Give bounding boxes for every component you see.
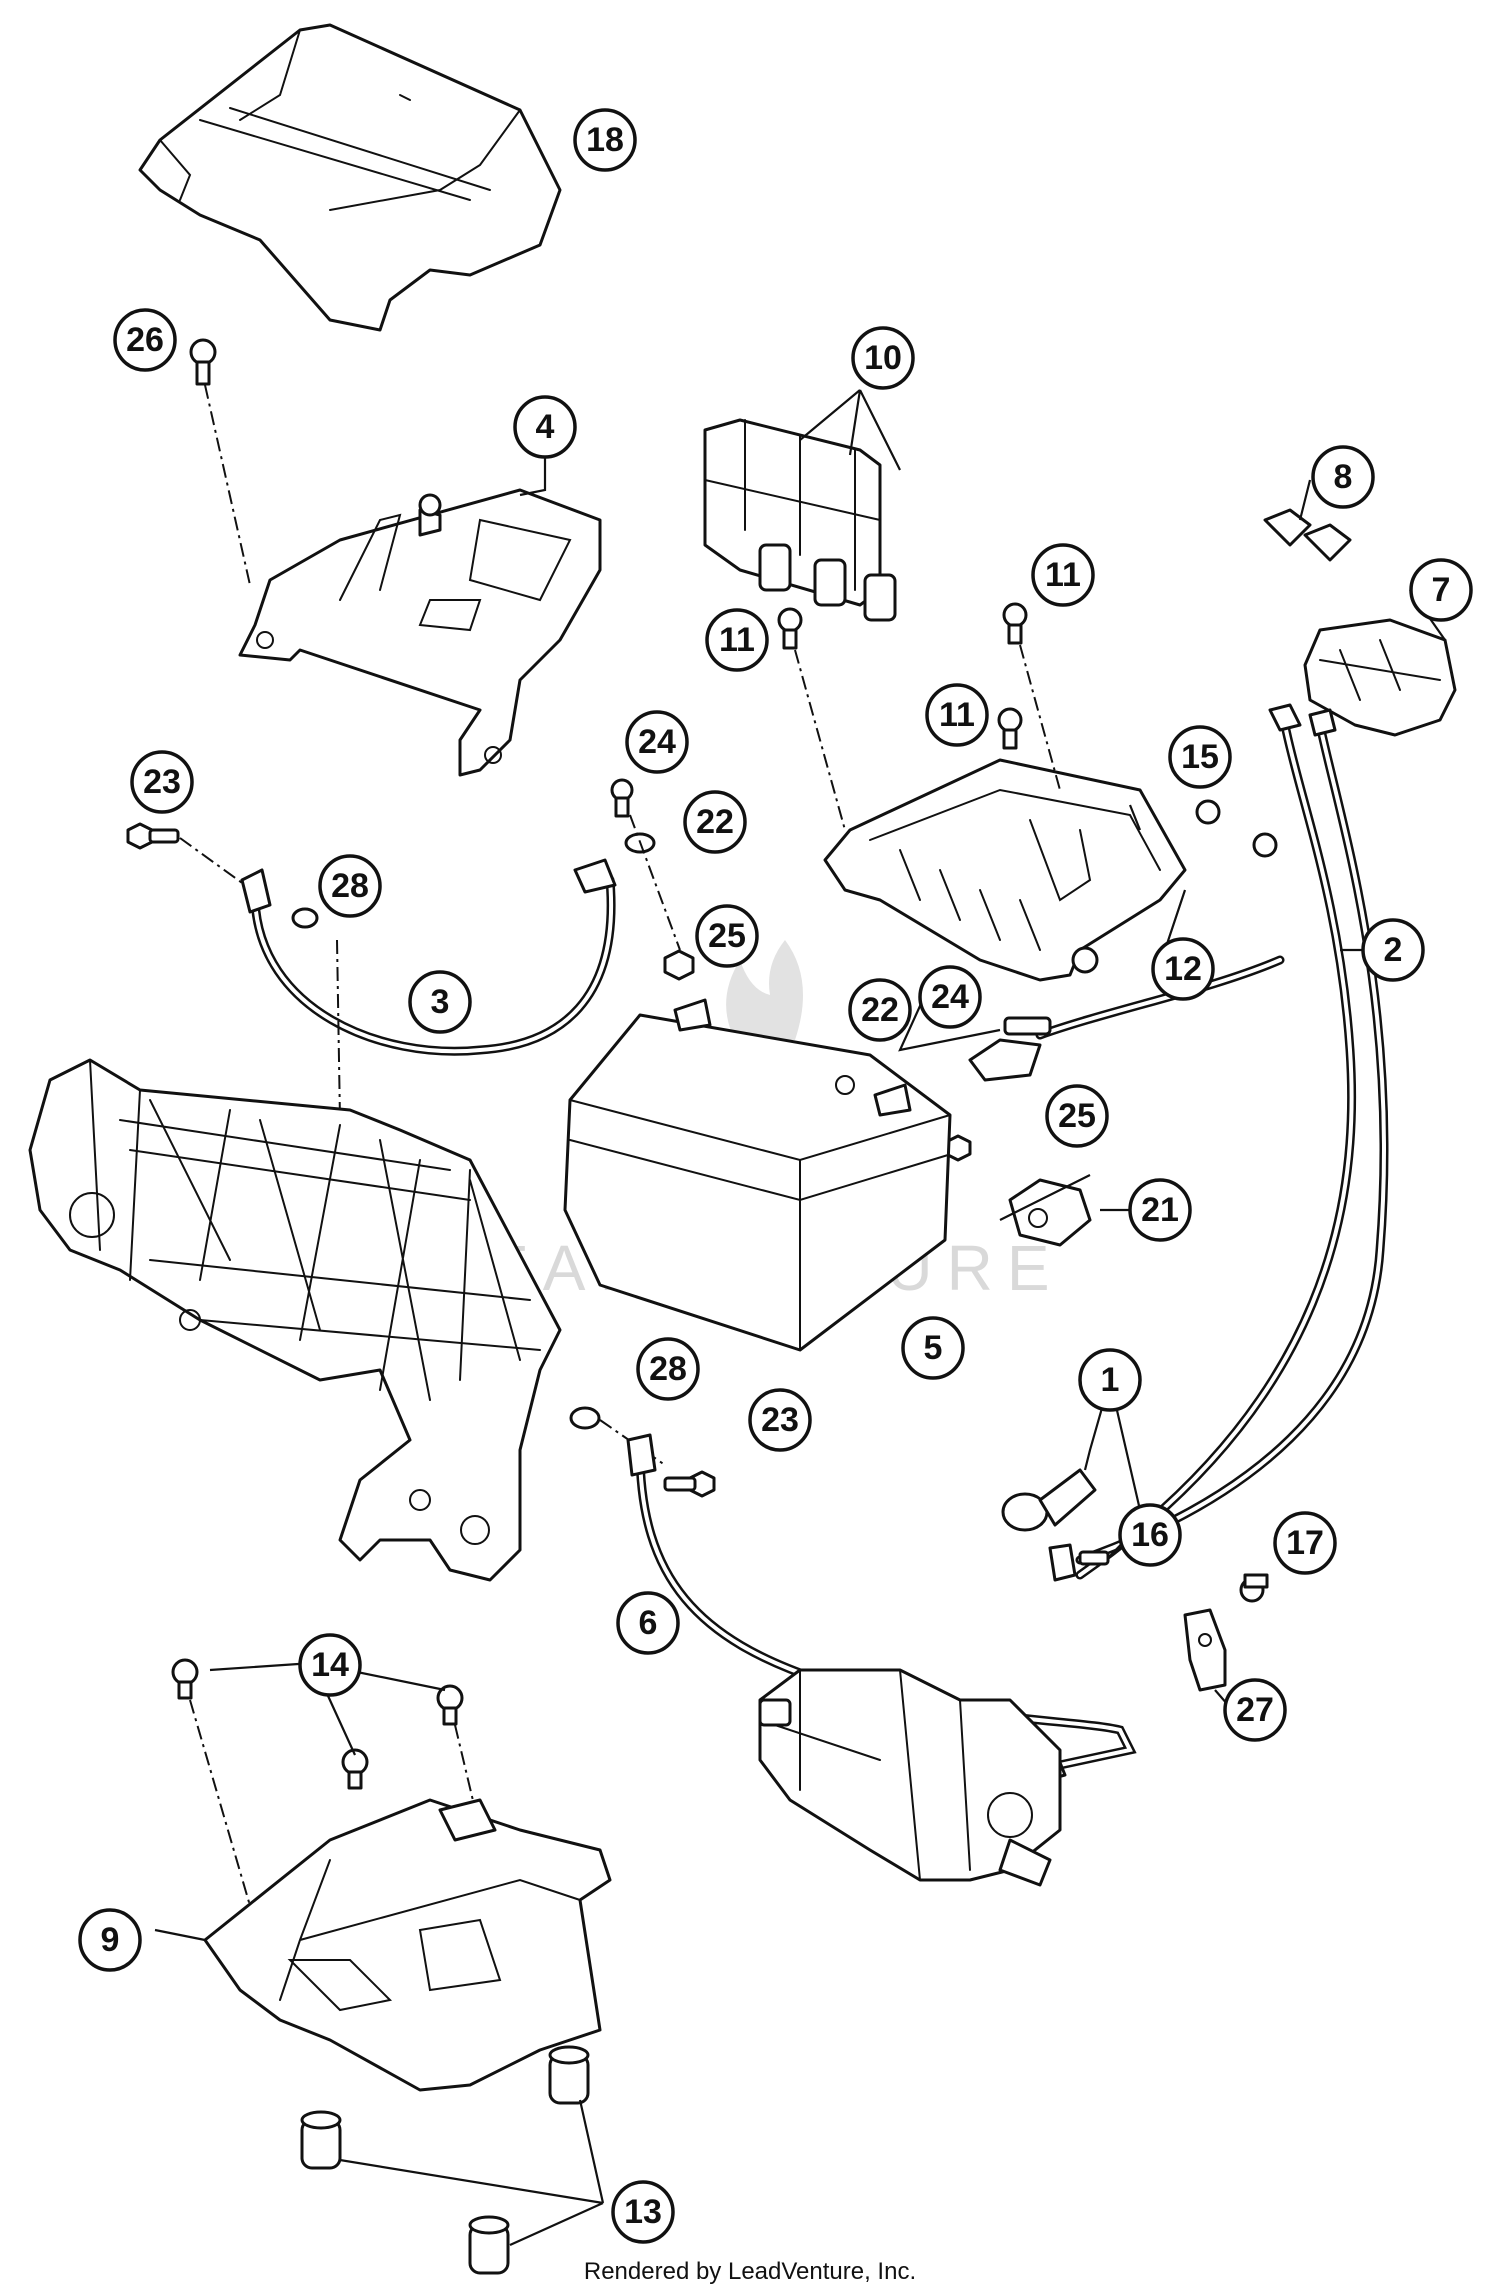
callout-28b: 28	[636, 1337, 700, 1401]
svg-text:11: 11	[719, 621, 755, 659]
callout-22a: 22	[683, 790, 747, 854]
svg-text:10: 10	[864, 339, 902, 377]
svg-text:22: 22	[696, 803, 734, 841]
part-terminal-boot	[1001, 1468, 1097, 1532]
svg-text:8: 8	[1334, 458, 1353, 496]
callout-23a: 23	[130, 750, 194, 814]
svg-text:28: 28	[331, 867, 369, 905]
part-battery-tray	[203, 1798, 612, 2092]
callout-18: 18	[573, 108, 637, 172]
part-fuse-holder	[823, 758, 1187, 982]
svg-text:9: 9	[101, 1921, 120, 1959]
svg-text:2: 2	[1384, 931, 1403, 969]
part-cable-12-terminal	[968, 1016, 1052, 1082]
callout-16: 16	[1118, 1503, 1182, 1567]
callout-11b: 11	[705, 608, 769, 672]
callout-3: 3	[408, 970, 472, 1034]
callout-8: 8	[1311, 445, 1375, 509]
part-screws-11	[777, 602, 1028, 750]
callout-2: 2	[1361, 918, 1425, 982]
svg-text:21: 21	[1141, 1191, 1179, 1229]
svg-text:17: 17	[1286, 1524, 1324, 1562]
callout-22b: 22	[848, 978, 912, 1042]
svg-text:13: 13	[624, 2193, 662, 2231]
callout-15: 15	[1168, 725, 1232, 789]
svg-text:5: 5	[924, 1329, 943, 1367]
callout-12: 12	[1151, 937, 1215, 1001]
leader-lines	[154, 389, 1446, 2247]
part-bolt-16	[1048, 1543, 1110, 1582]
svg-text:24: 24	[931, 978, 969, 1016]
part-relays	[703, 418, 897, 622]
part-frame	[28, 1058, 562, 1582]
part-fuse-box	[1303, 618, 1457, 737]
part-clamp-27	[1183, 1608, 1227, 1692]
callout-6: 6	[616, 1591, 680, 1655]
part-fuses	[1263, 508, 1352, 562]
svg-text:12: 12	[1164, 950, 1202, 988]
part-battery	[563, 998, 952, 1352]
svg-text:16: 16	[1131, 1516, 1169, 1554]
svg-text:4: 4	[536, 408, 555, 446]
svg-text:28: 28	[649, 1350, 687, 1388]
svg-text:1: 1	[1101, 1361, 1120, 1399]
svg-text:6: 6	[639, 1604, 658, 1642]
callout-27: 27	[1223, 1678, 1287, 1742]
part-bolts-14	[171, 1658, 464, 1790]
svg-text:15: 15	[1181, 738, 1219, 776]
footer-credit: Rendered by LeadVenture, Inc.	[583, 2258, 917, 2285]
callout-10: 10	[851, 326, 915, 390]
callout-7: 7	[1409, 558, 1473, 622]
callout-21: 21	[1128, 1178, 1192, 1242]
callout-11a: 11	[1031, 543, 1095, 607]
svg-text:25: 25	[1058, 1097, 1096, 1135]
callout-24b: 24	[918, 965, 982, 1029]
callout-1: 1	[1078, 1348, 1142, 1412]
callout-13: 13	[611, 2180, 675, 2244]
callout-25b: 25	[1045, 1084, 1109, 1148]
svg-text:7: 7	[1432, 571, 1451, 609]
svg-text:23: 23	[761, 1401, 799, 1439]
part-nuts-15	[1195, 799, 1278, 858]
svg-text:26: 26	[126, 321, 164, 359]
svg-text:22: 22	[861, 991, 899, 1029]
callout-17: 17	[1273, 1511, 1337, 1575]
callout-23b: 23	[748, 1388, 812, 1452]
callout-26: 26	[113, 308, 177, 372]
part-starter-motor	[758, 1668, 1062, 1887]
callout-25a: 25	[695, 904, 759, 968]
svg-text:23: 23	[143, 763, 181, 801]
svg-text:3: 3	[431, 983, 450, 1021]
part-hardware-lower	[569, 1406, 716, 1498]
part-cable-3-terminals	[240, 858, 617, 914]
part-bracket	[238, 488, 602, 777]
svg-text:24: 24	[638, 723, 676, 761]
callout-11c: 11	[925, 683, 989, 747]
callout-9: 9	[78, 1908, 142, 1972]
callout-4: 4	[513, 395, 577, 459]
callout-14: 14	[298, 1633, 362, 1697]
part-rubber-mounts	[300, 2045, 590, 2275]
svg-text:11: 11	[1045, 556, 1081, 594]
part-bolt-26	[189, 338, 217, 386]
callout-5: 5	[901, 1316, 965, 1380]
part-terminal-cover	[1008, 1178, 1092, 1247]
part-cover	[138, 23, 562, 332]
svg-text:11: 11	[939, 696, 975, 734]
callout-28a: 28	[318, 854, 382, 918]
svg-text:27: 27	[1236, 1691, 1274, 1729]
callout-24a: 24	[625, 710, 689, 774]
svg-text:25: 25	[708, 917, 746, 955]
part-bolt-17	[1239, 1573, 1269, 1603]
svg-text:18: 18	[586, 121, 624, 159]
part-bolt-23-top	[126, 822, 319, 929]
svg-text:14: 14	[311, 1646, 349, 1684]
